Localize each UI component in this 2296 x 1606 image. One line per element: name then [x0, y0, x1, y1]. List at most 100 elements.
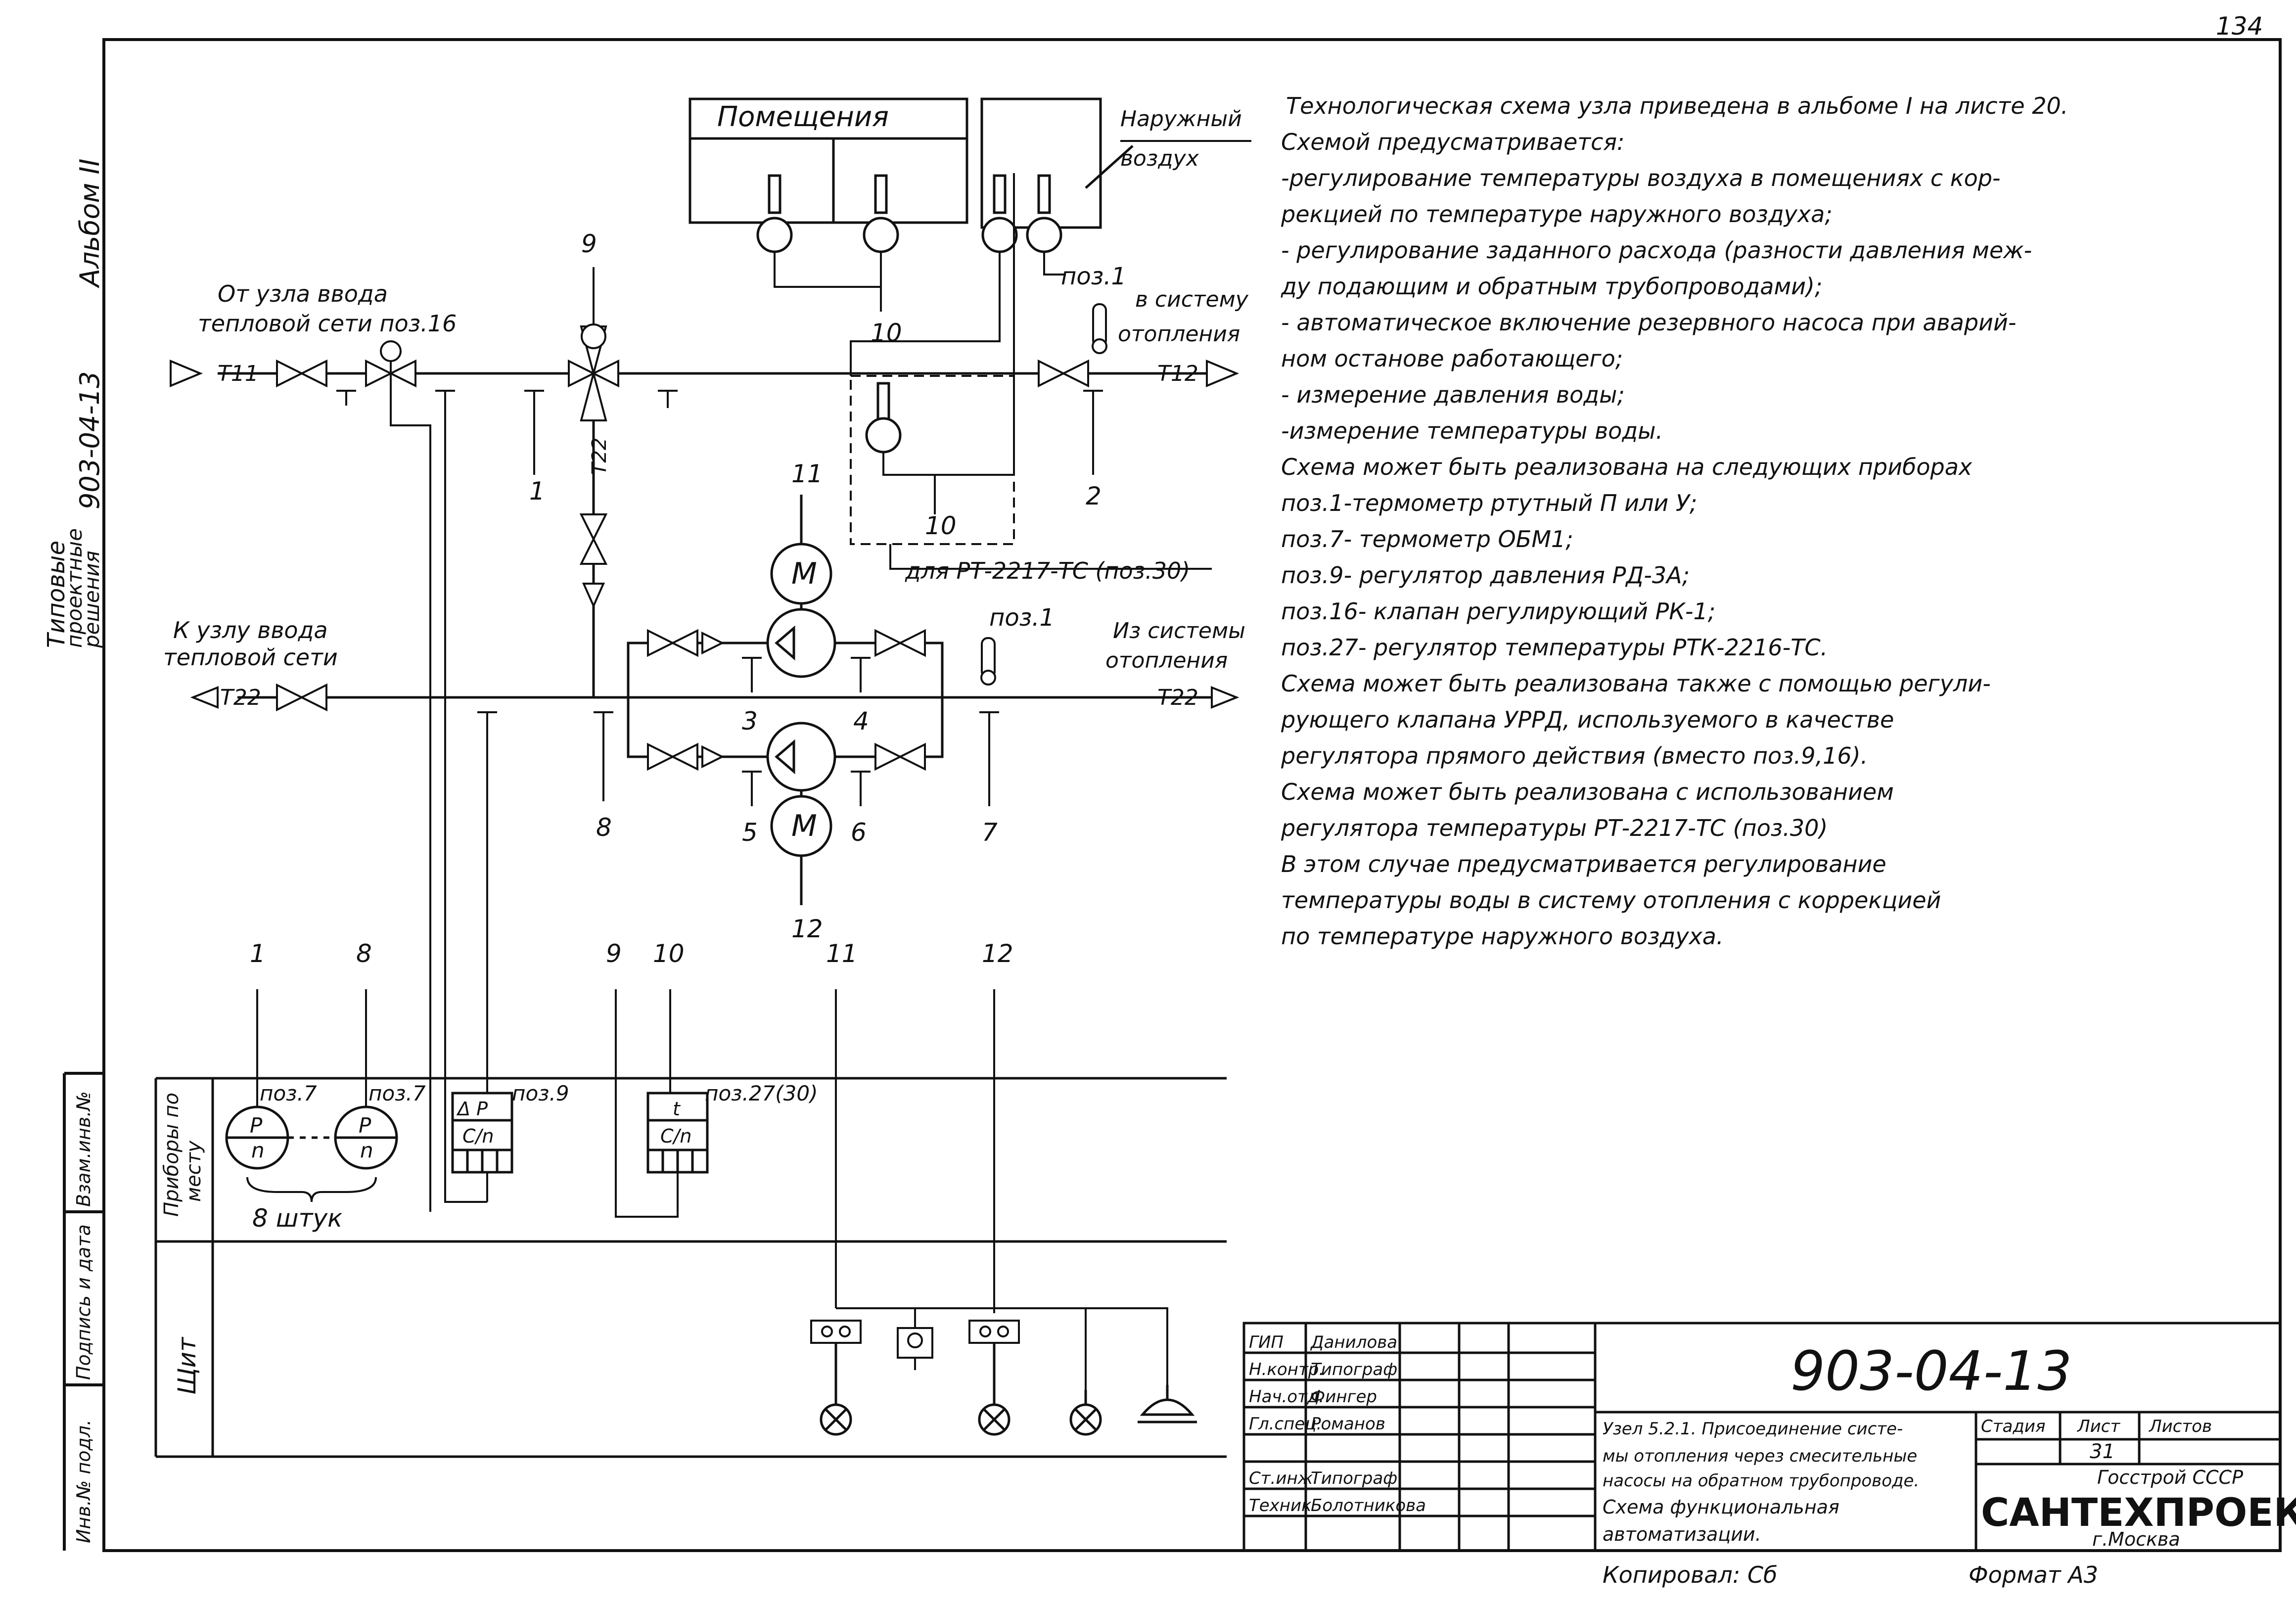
num-9-lead: 9	[606, 939, 622, 968]
note-line: Схема может быть реализована также с пом…	[1281, 670, 1991, 697]
title-role: Ст.инж.	[1249, 1468, 1318, 1488]
supply-valves	[276, 325, 1089, 421]
note-line: регулятора температуры РТ-2217-ТС (поз.3…	[1281, 815, 1828, 841]
stamp-invno: Инв.№ подл.	[73, 1420, 94, 1543]
pipe-t12-label: Т12	[1157, 361, 1198, 386]
count-label: 8 штук	[252, 1204, 342, 1233]
note-line: - автоматическое включение резервного на…	[1281, 309, 2016, 336]
panel-frame	[154, 1077, 1227, 1458]
to-node-label-1: К узлу ввода	[173, 617, 328, 643]
typical-label-1: Типовые	[43, 541, 70, 648]
regulator-pos9-box	[451, 1092, 513, 1174]
note-line: температуры воды в систему отопления с к…	[1281, 887, 1941, 914]
num-1-lead: 1	[250, 939, 266, 968]
note-line: по температуре наружного воздуха.	[1281, 923, 1724, 950]
board-label: Щит	[173, 1336, 201, 1395]
count-brace	[246, 1177, 377, 1202]
from-node-label-2: тепловой сети поз.16	[198, 310, 457, 337]
supply-taps	[336, 361, 1103, 1212]
stage-label: Стадия	[1981, 1417, 2045, 1436]
title-block-frame	[1242, 1322, 2282, 1552]
note-line: ду подающим и обратным трубопроводами);	[1281, 273, 1823, 300]
album-label: Альбом II	[74, 159, 105, 288]
note-line: - измерение давления воды;	[1281, 381, 1625, 408]
title-role: Нач.отд.	[1249, 1387, 1324, 1407]
num-6-pump: 6	[851, 818, 867, 847]
pipe-t22-right: Т22	[1157, 685, 1198, 710]
pipe-t22-vertical: Т22	[588, 438, 611, 475]
treg-bottom: C/n	[660, 1125, 691, 1147]
stamp-signature: Подпись и дата	[73, 1224, 94, 1380]
org-line-2: САНТЕХПРОЕКТ	[1981, 1491, 2296, 1535]
note-line: - регулирование заданного расхода (разно…	[1281, 237, 2032, 264]
title-block-roles: ГИПН.контр.Нач.отд.Гл.спец.Ст.инж.Техник…	[1249, 1332, 1426, 1515]
title-name: Болотникова	[1311, 1496, 1426, 1515]
num-12-lead: 12	[982, 939, 1013, 968]
note-line: -измерение температуры воды.	[1281, 417, 1663, 444]
note-line: поз.1-термометр ртутный П или У;	[1281, 490, 1697, 516]
title-line-4: Схема функциональная	[1603, 1496, 1839, 1518]
board-switch-1	[810, 1320, 862, 1344]
supply-inlet-arrow	[170, 360, 203, 387]
margin-labels: Альбом II 903-04-13 Типовые проектные ре…	[43, 12, 2263, 1543]
num-2-supply: 2	[1086, 482, 1102, 510]
num-11-top: 11	[791, 459, 823, 488]
pos37b-label: поз.7	[368, 1081, 426, 1105]
note-line: рекцией по температуре наружного воздуха…	[1281, 201, 1833, 228]
outside-air-label-1: Наружный	[1120, 106, 1242, 132]
reg9-bottom: C/n	[462, 1125, 494, 1147]
motor-2	[770, 790, 832, 905]
note-line: -регулирование температуры воздуха в пом…	[1281, 165, 2001, 191]
pressure-gauges	[225, 1105, 398, 1170]
num-10-lead: 10	[653, 939, 685, 968]
pos39-label: поз.9	[512, 1081, 569, 1105]
return-inlet-arrow	[1211, 686, 1240, 709]
note-line: регулятора прямого действия (вместо поз.…	[1281, 742, 1868, 769]
num-1-supply: 1	[529, 477, 545, 505]
regulator-pos9-actuator	[581, 323, 606, 349]
thermometer-pos1-return	[980, 637, 996, 686]
num-8-lead: 8	[356, 939, 372, 968]
sheet-value: 31	[2090, 1440, 2115, 1463]
stamp-replace: Взам.инв.№	[73, 1091, 94, 1207]
title-role: Н.контр.	[1249, 1360, 1324, 1379]
title-line-5: автоматизации.	[1603, 1523, 1761, 1545]
local-instruments-label-1: Приборы по	[160, 1093, 183, 1217]
local-instruments-label-2: месту	[183, 1140, 205, 1202]
title-line-1: Узел 5.2.1. Присоединение систе-	[1603, 1419, 1903, 1439]
title-role: ГИП	[1249, 1332, 1284, 1352]
num-11-lead: 11	[826, 939, 858, 968]
pos1-return-label: поз.1	[989, 604, 1055, 632]
pipe-t11-label: Т11	[218, 361, 259, 386]
gauge-2-top: P	[359, 1113, 371, 1138]
note-line: Схема может быть реализована с использов…	[1281, 779, 1894, 805]
reg9-top: Δ P	[456, 1098, 488, 1120]
motor-2-label: М	[791, 809, 817, 843]
thermometer-pos1-top	[1092, 303, 1107, 354]
board-switch-2	[968, 1320, 1020, 1344]
num-10-a: 10	[871, 319, 902, 347]
valve-pos16-actuator	[380, 340, 402, 362]
notes-block: Технологическая схема узла приведена в а…	[1281, 92, 2068, 950]
num-5-pump: 5	[742, 818, 758, 847]
pump-2	[766, 722, 836, 792]
treg-top: t	[673, 1098, 681, 1120]
to-heating-label-2: отопления	[1118, 321, 1240, 347]
sheet-label: Лист	[2076, 1417, 2120, 1436]
note-line: В этом случае предусматривается регулиро…	[1281, 851, 1886, 877]
note-line: Схемой предусматривается:	[1281, 129, 1625, 155]
sensor-wiring	[774, 173, 1066, 514]
num-3-pump: 3	[742, 707, 758, 735]
bypass-check-valve	[582, 583, 605, 608]
motor-1	[770, 495, 832, 609]
from-heating-label-2: отопления	[1105, 648, 1228, 673]
note-line: рующего клапана УРРД, используемого в ка…	[1281, 706, 1894, 733]
from-node-label-1: От узла ввода	[218, 280, 388, 307]
copied-label: Копировал: Сб	[1603, 1561, 1777, 1588]
room-temperature-sensors	[756, 174, 1062, 454]
pos37a-label: поз.7	[260, 1081, 317, 1105]
pos327-label: поз.27(30)	[705, 1081, 818, 1105]
title-name: Данилова	[1310, 1332, 1397, 1352]
note-line: Технологическая схема узла приведена в а…	[1286, 92, 2068, 119]
